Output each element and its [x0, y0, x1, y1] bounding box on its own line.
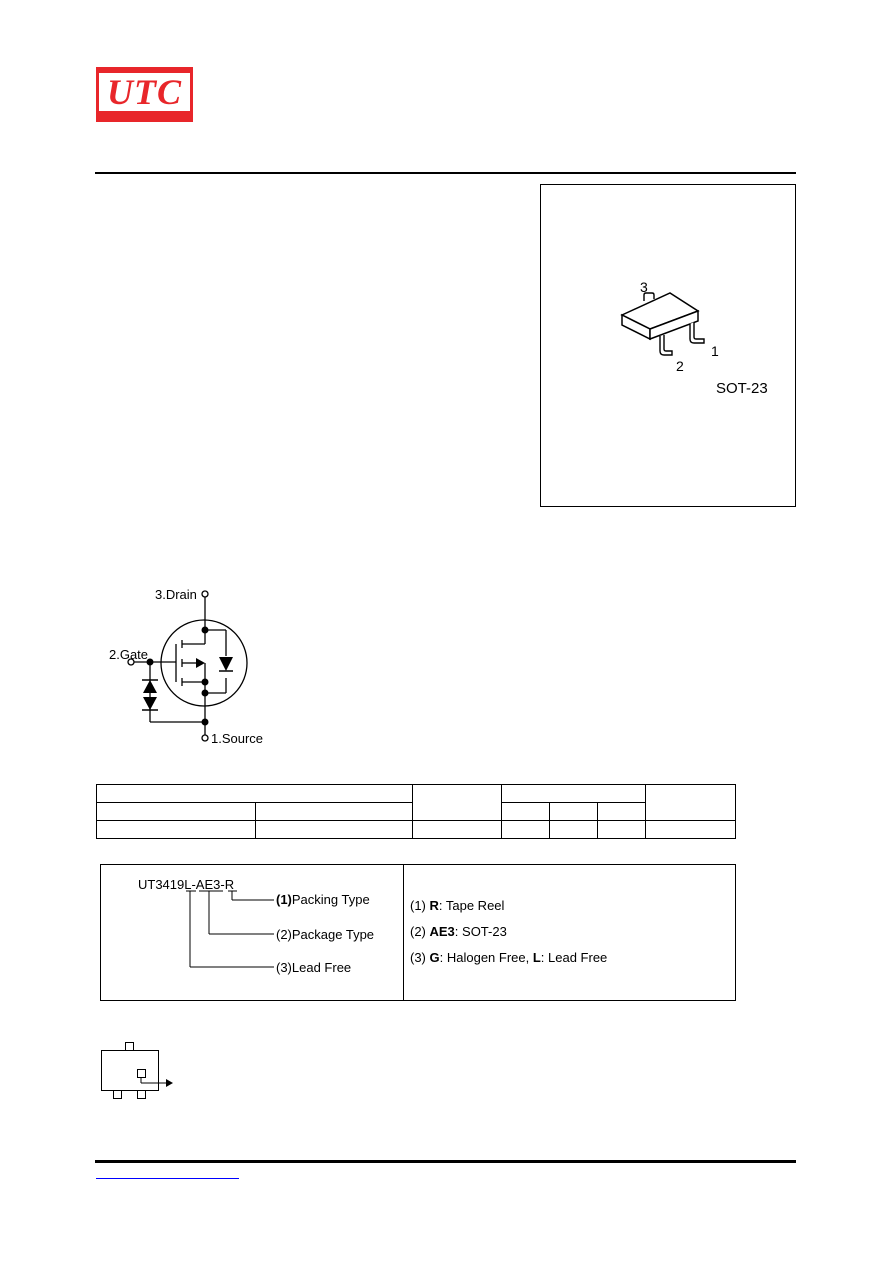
table-cell	[412, 820, 502, 839]
table-cell	[645, 820, 736, 839]
table-cell	[501, 784, 646, 803]
legend-packing: (1) R: Tape Reel	[410, 898, 505, 913]
part-number-box	[100, 864, 736, 1001]
mosfet-schematic-diagram	[127, 590, 248, 742]
legend-package: (2) AE3: SOT-23	[410, 924, 507, 939]
utc-logo: UTC	[96, 67, 193, 122]
footer-rule	[95, 1160, 796, 1163]
pin1-label: 1	[711, 343, 719, 359]
footer-website-link[interactable]	[96, 1178, 239, 1179]
part-number-decode-lines	[186, 890, 274, 968]
table-cell	[501, 802, 550, 821]
code-line-lead-free: (3)Lead Free	[276, 960, 352, 975]
table-cell	[549, 820, 598, 839]
drain-label: 3.Drain	[155, 587, 197, 602]
sot23-package-icon	[620, 292, 705, 356]
source-label: 1.Source	[211, 731, 264, 746]
table-cell	[597, 802, 646, 821]
table-cell	[255, 802, 413, 821]
table-cell	[96, 820, 256, 839]
header-rule	[95, 172, 796, 174]
table-cell	[645, 784, 736, 821]
logo-text: UTC	[107, 72, 182, 112]
marking-diagram-icon	[101, 1042, 173, 1099]
table-cell	[96, 784, 413, 803]
pin2-label: 2	[676, 358, 684, 374]
table-cell	[501, 820, 550, 839]
code-line-package: (2)Package Type	[276, 927, 375, 942]
table-cell	[412, 784, 502, 821]
package-name: SOT-23	[716, 380, 768, 397]
code-line-packing: (1)Packing Type	[276, 892, 370, 907]
gate-label: 2.Gate	[109, 647, 149, 662]
part-number: UT3419L-AE3-R	[138, 877, 235, 892]
package-box	[540, 184, 796, 507]
table-cell	[96, 802, 256, 821]
legend-lead-free: (3) G: Halogen Free, L: Lead Free	[410, 950, 608, 965]
pin3-label: 3	[640, 279, 648, 295]
part-number-divider	[403, 864, 404, 1001]
table-cell	[255, 820, 413, 839]
table-cell	[597, 820, 646, 839]
ordering-table	[96, 784, 736, 839]
table-cell	[549, 802, 598, 821]
